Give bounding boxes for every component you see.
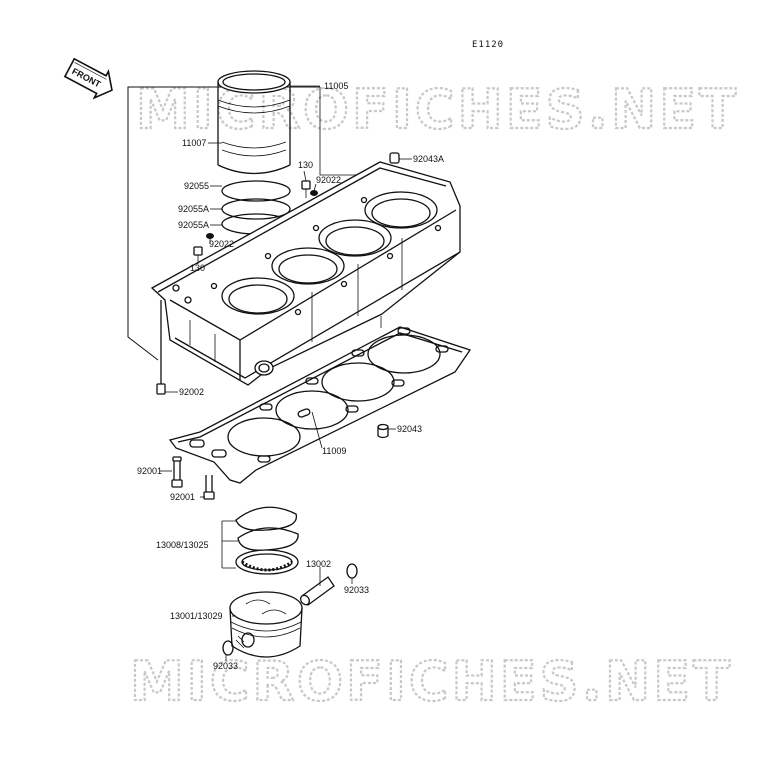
label-11005: 11005 (324, 81, 348, 91)
bolt-92001-1 (171, 456, 183, 488)
oil-jet-bolt-top (301, 180, 318, 198)
dowel-pin-92043a (389, 152, 400, 164)
o-ring-92055 (221, 180, 291, 202)
label-92033-right: 92033 (344, 585, 369, 595)
front-arrow-icon: FRONT (63, 57, 113, 100)
o-ring-92055a-1 (221, 198, 291, 220)
piston (229, 591, 303, 658)
bolt-92002 (156, 300, 166, 395)
piston-rings (235, 506, 299, 575)
head-gasket (168, 326, 472, 484)
label-13002: 13002 (306, 559, 331, 569)
cylinder-block (150, 161, 461, 386)
label-13008-13025: 13008/13025 (156, 540, 209, 550)
label-11009: 11009 (322, 446, 346, 456)
label-13001-13029: 13001/13029 (170, 611, 223, 621)
cylinder-liner (217, 70, 291, 175)
dowel-pin-92043 (377, 423, 389, 439)
oil-jet-bolt-left (193, 233, 214, 262)
label-92033-bottom: 92033 (213, 661, 238, 671)
label-130-top: 130 (298, 160, 313, 170)
diagram-code: E1120 (472, 40, 504, 50)
label-92055a-1: 92055A (178, 204, 209, 214)
label-92022-top: 92022 (316, 175, 341, 185)
circlip-bottom-icon (222, 640, 234, 656)
label-92043a: 92043A (413, 154, 444, 164)
piston-pin (299, 576, 335, 606)
label-92055: 92055 (184, 181, 209, 191)
label-92022-left: 92022 (209, 239, 234, 249)
label-92043: 92043 (397, 424, 422, 434)
bolt-92001-2 (203, 475, 215, 500)
label-130-left: 130 (190, 263, 205, 273)
watermark-bottom: MICROFICHES.NET (130, 650, 733, 713)
label-92001-2: 92001 (170, 492, 195, 502)
label-92001-1: 92001 (137, 466, 162, 476)
circlip-right-icon (346, 563, 358, 579)
label-92002: 92002 (179, 387, 204, 397)
leader-lines (160, 85, 412, 661)
label-11007: 11007 (182, 138, 206, 148)
label-92055a-2: 92055A (178, 220, 209, 230)
